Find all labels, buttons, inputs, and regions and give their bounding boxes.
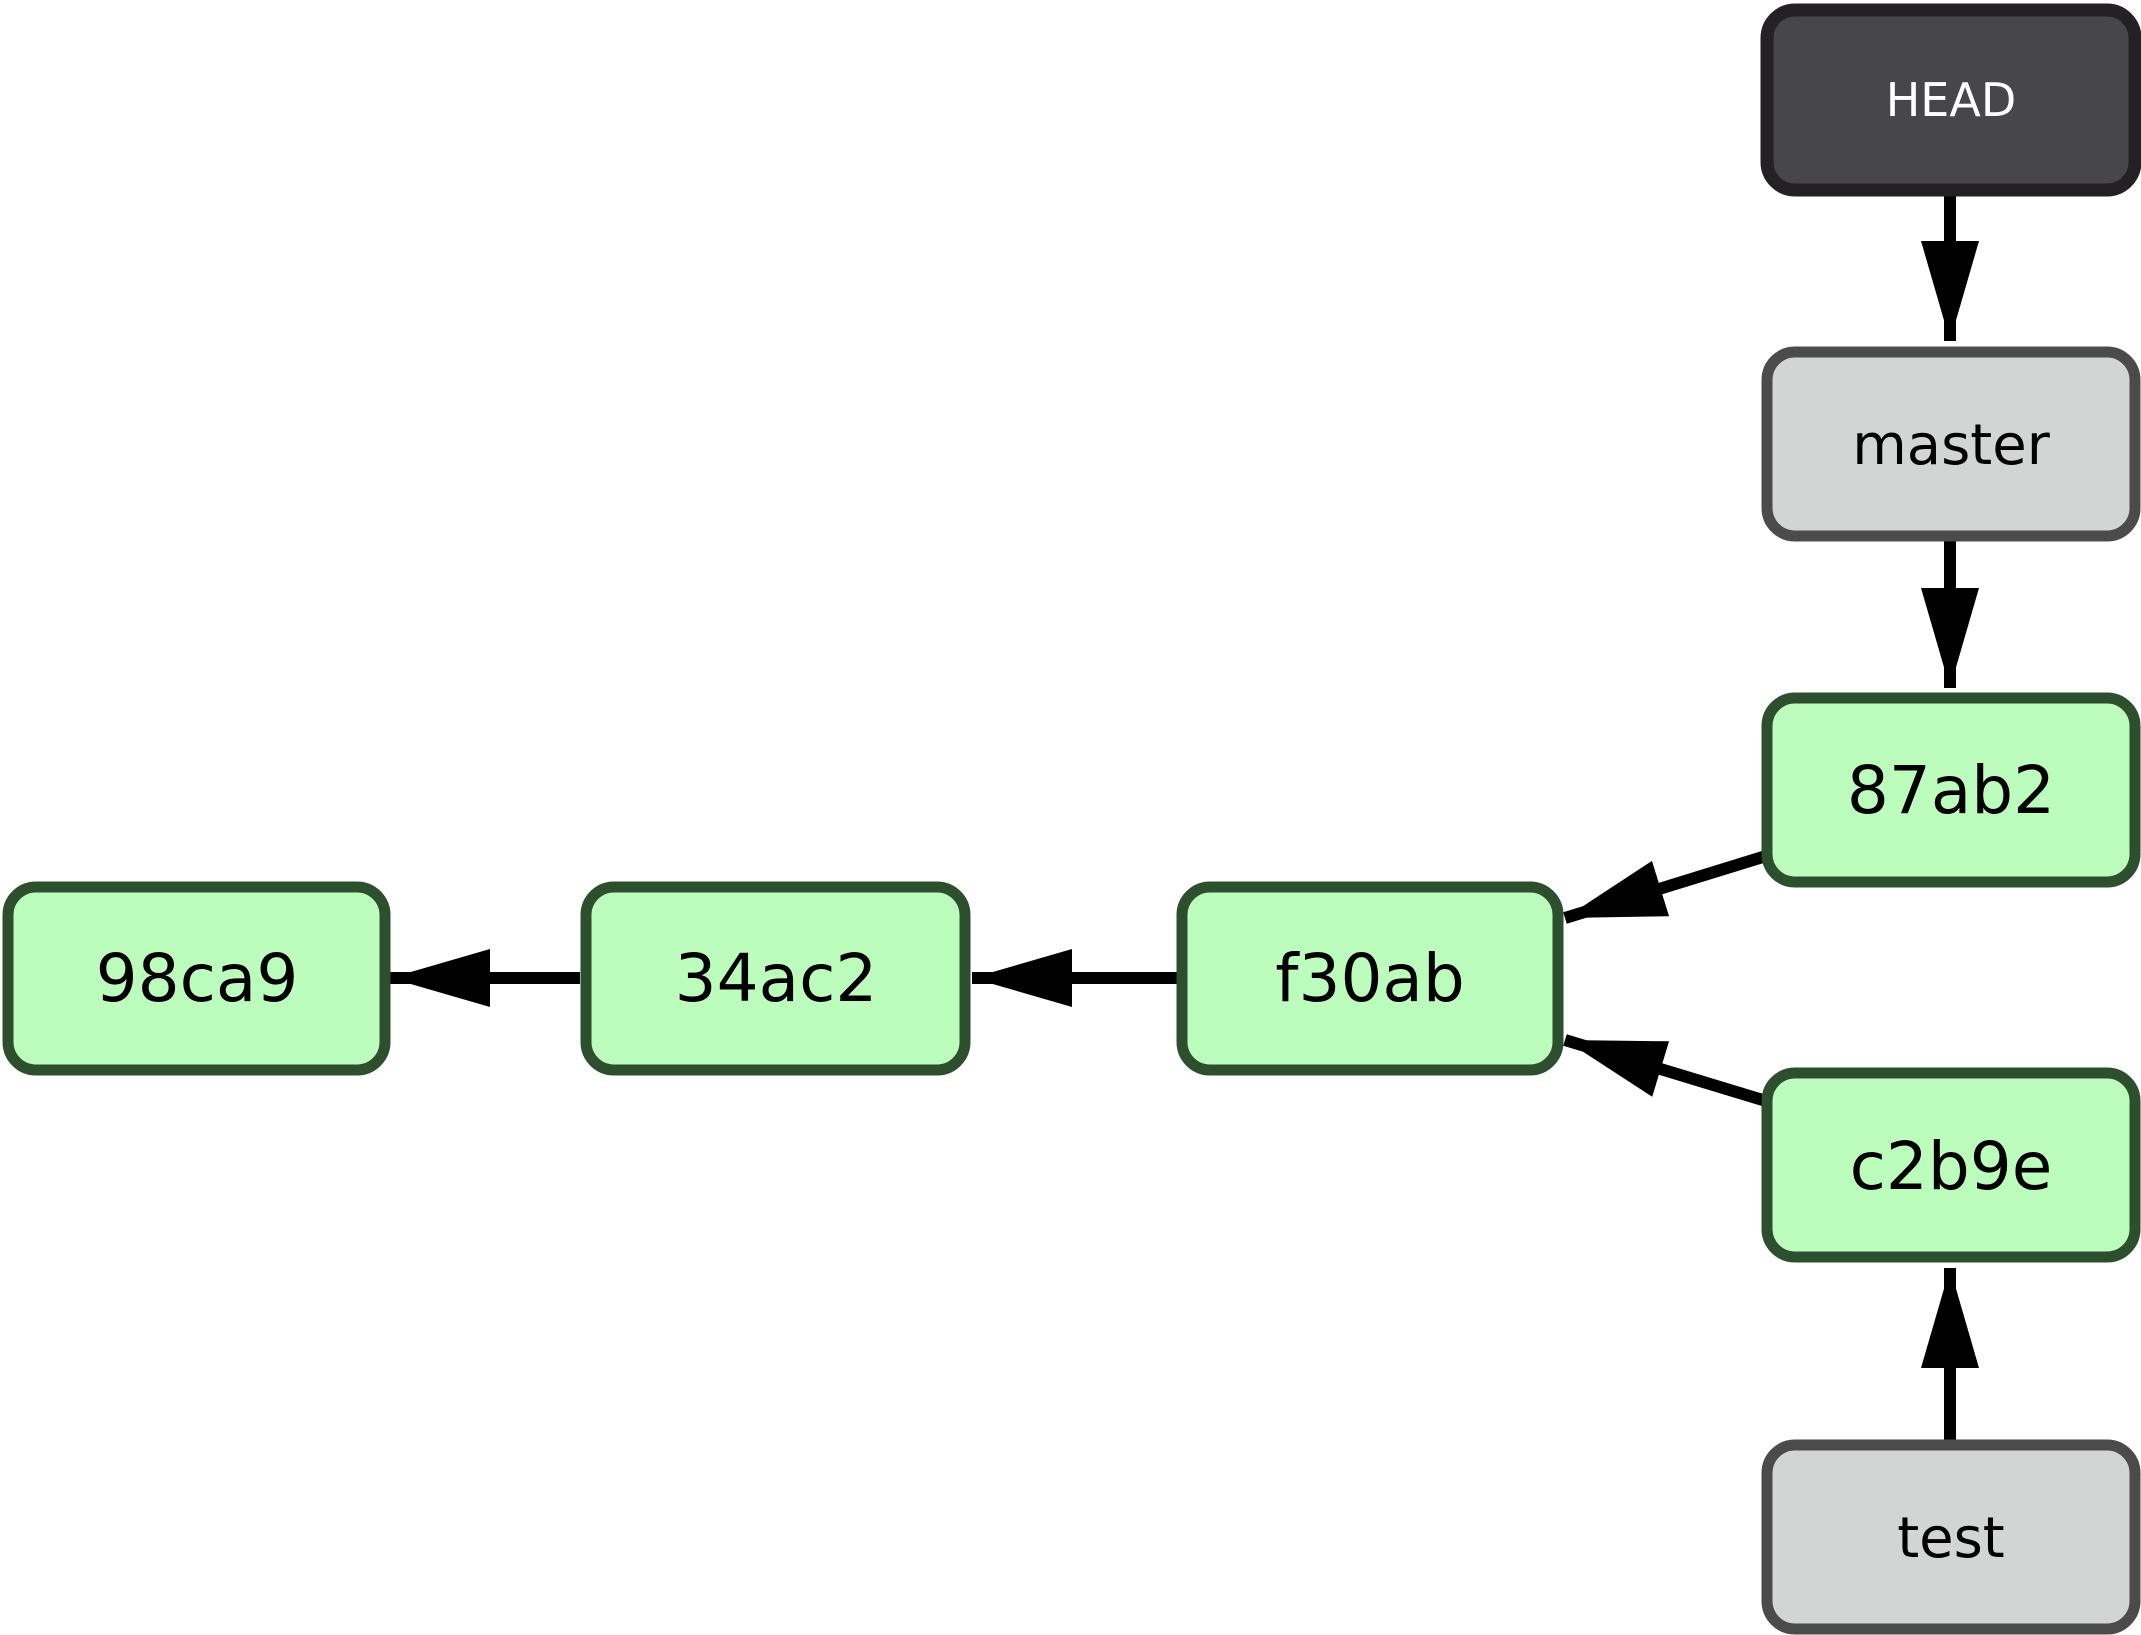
node-commit-f30ab-box [1176, 881, 1564, 1076]
node-commit-c2b9e-label: c2b9e [1850, 1128, 2053, 1205]
node-commit-c2b9e: c2b9e [1761, 1067, 2141, 1263]
node-commit-c2b9e-box [1761, 1067, 2141, 1263]
node-commit-87ab2-label: 87ab2 [1847, 752, 2055, 829]
node-master: master [1761, 346, 2141, 542]
node-commit-87ab2-box [1761, 692, 2141, 888]
edge-c2b9e-to-f30ab [1563, 1034, 1768, 1107]
node-master-label: master [1852, 413, 2050, 478]
node-head: HEAD [1760, 3, 2141, 197]
node-master-box [1761, 346, 2141, 542]
node-commit-98ca9-label: 98ca9 [96, 940, 299, 1017]
node-test-label: test [1897, 1506, 2005, 1571]
node-commit-87ab2: 87ab2 [1761, 692, 2141, 888]
node-commit-34ac2-box [580, 881, 971, 1076]
edges [390, 192, 1979, 1442]
node-commit-f30ab-label: f30ab [1275, 940, 1465, 1017]
node-commit-34ac2: 34ac2 [580, 881, 971, 1076]
node-head-label: HEAD [1886, 73, 2017, 127]
node-commit-f30ab: f30ab [1176, 881, 1564, 1076]
node-head-box [1760, 3, 2141, 197]
node-test-box [1761, 1439, 2141, 1635]
node-commit-34ac2-label: 34ac2 [675, 940, 878, 1017]
node-test: test [1761, 1439, 2141, 1635]
edge-87ab2-to-f30ab [1563, 850, 1768, 924]
node-commit-98ca9: 98ca9 [2, 881, 391, 1076]
node-commit-98ca9-box [2, 881, 391, 1076]
